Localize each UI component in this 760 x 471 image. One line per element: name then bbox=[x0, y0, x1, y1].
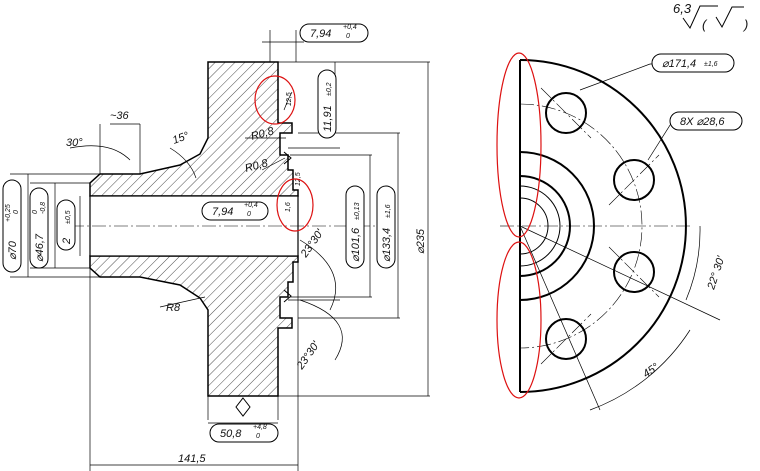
dim-roughness-3: 1,6 bbox=[285, 202, 292, 212]
flange-body-lower bbox=[89, 255, 299, 397]
dim-length: 141,5 bbox=[178, 453, 206, 465]
dim-box-groove-width-2 bbox=[201, 201, 269, 221]
datum-diamond-icon bbox=[235, 397, 251, 417]
dim-dia-flange: ⌀235 bbox=[415, 228, 427, 254]
dim-flange-taper: 15° bbox=[171, 130, 191, 147]
annotation-circle-1 bbox=[254, 75, 296, 125]
dim-box-dia-outer-hub bbox=[2, 179, 22, 273]
annotation-ellipse-1 bbox=[496, 52, 542, 238]
dim-dia-groove-value: ⌀101,6 bbox=[350, 227, 362, 262]
dim-box-groove-width bbox=[299, 23, 369, 43]
dim-dia-bore-tol-lower: -0,8 bbox=[40, 202, 47, 214]
dim-groove-width-2-value: 7,94 bbox=[212, 206, 233, 218]
dim-groove-angle-1: 23°30' bbox=[298, 227, 327, 261]
dim-dia-bore-value: ⌀46,7 bbox=[34, 233, 46, 262]
dim-bolt-circle-value: ⌀171,4 bbox=[662, 58, 696, 70]
dim-hub-offset: ~36 bbox=[110, 110, 130, 122]
plan-view: ⌀171,4 ±1,6 8X ⌀28,6 22° 30' 45° bbox=[496, 52, 743, 411]
dim-box-wall bbox=[56, 199, 76, 251]
dim-angle-1: 22° 30' bbox=[705, 254, 728, 292]
flange-body-upper bbox=[89, 61, 299, 197]
dim-dia-outer-hub-value: ⌀70 bbox=[7, 240, 19, 260]
annotation-circle-2 bbox=[276, 178, 314, 232]
dim-wall-value: 2 bbox=[61, 238, 73, 245]
dim-box-groove-depth bbox=[317, 69, 337, 139]
dim-angle-2: 45° bbox=[641, 361, 662, 381]
dim-groove-width-2-tol-lower: 0 bbox=[247, 211, 251, 218]
bolt-hole-4 bbox=[545, 318, 587, 360]
bolt-hole-3 bbox=[613, 251, 655, 293]
dim-radius-fillet: R8 bbox=[166, 302, 181, 314]
surface-finish-value: 6,3 bbox=[673, 1, 692, 16]
annotation-ellipse-2 bbox=[496, 241, 542, 399]
dim-thickness-value: 50,8 bbox=[220, 428, 242, 440]
dim-hub-angle: 30° bbox=[66, 137, 83, 149]
dim-dia-outer-hub-tol-upper: +0,25 bbox=[5, 204, 12, 222]
dim-box-holes bbox=[669, 111, 743, 131]
dim-box-thickness bbox=[209, 423, 279, 443]
dim-dia-raised-value: ⌀133,4 bbox=[381, 228, 393, 262]
dim-groove-width-2-tol-upper: +0,4 bbox=[244, 202, 258, 209]
dim-roughness-1: 12,5 bbox=[286, 92, 293, 106]
dim-groove-angle-2: 23°30' bbox=[294, 339, 323, 373]
dim-dia-groove-tol: ±0,13 bbox=[354, 202, 361, 220]
section-view: 7,94 +0,4 0 ~36 30° 15° R0,8 R0,8 R8 12,… bbox=[2, 23, 430, 471]
dim-dia-bore-tol-upper: 0 bbox=[32, 210, 39, 214]
dim-holes: 8X ⌀28,6 bbox=[680, 116, 725, 128]
surface-finish-symbol: 6,3 ( ) bbox=[673, 1, 748, 32]
dim-box-dia-bore bbox=[29, 187, 49, 269]
dim-wall-tol: ±0,5 bbox=[65, 210, 72, 224]
dim-dia-raised-tol: ±1,6 bbox=[385, 204, 392, 218]
dim-bolt-circle-tol: ±1,6 bbox=[704, 61, 718, 68]
dim-thickness-tol-lower: 0 bbox=[256, 433, 260, 440]
dim-groove-depth-value: 11,91 bbox=[322, 105, 334, 132]
surface-finish-bracket-left: ( bbox=[702, 17, 708, 32]
bolt-hole-1 bbox=[545, 92, 587, 134]
dim-groove-depth-tol: ±0,2 bbox=[326, 82, 333, 96]
dim-box-bolt-circle bbox=[651, 53, 735, 73]
dim-groove-width-tol-upper: +0,4 bbox=[343, 24, 357, 31]
bolt-hole-2 bbox=[613, 159, 655, 201]
dim-groove-width-tol-lower: 0 bbox=[346, 33, 350, 40]
dim-box-dia-raised bbox=[376, 185, 396, 269]
dim-groove-width-value: 7,94 bbox=[310, 28, 331, 40]
surface-finish-bracket-right: ) bbox=[742, 17, 748, 32]
dim-thickness-tol-upper: +4,8 bbox=[253, 424, 267, 431]
dim-box-dia-groove bbox=[345, 185, 365, 269]
dim-dia-outer-hub-tol-lower: 0 bbox=[13, 210, 20, 214]
